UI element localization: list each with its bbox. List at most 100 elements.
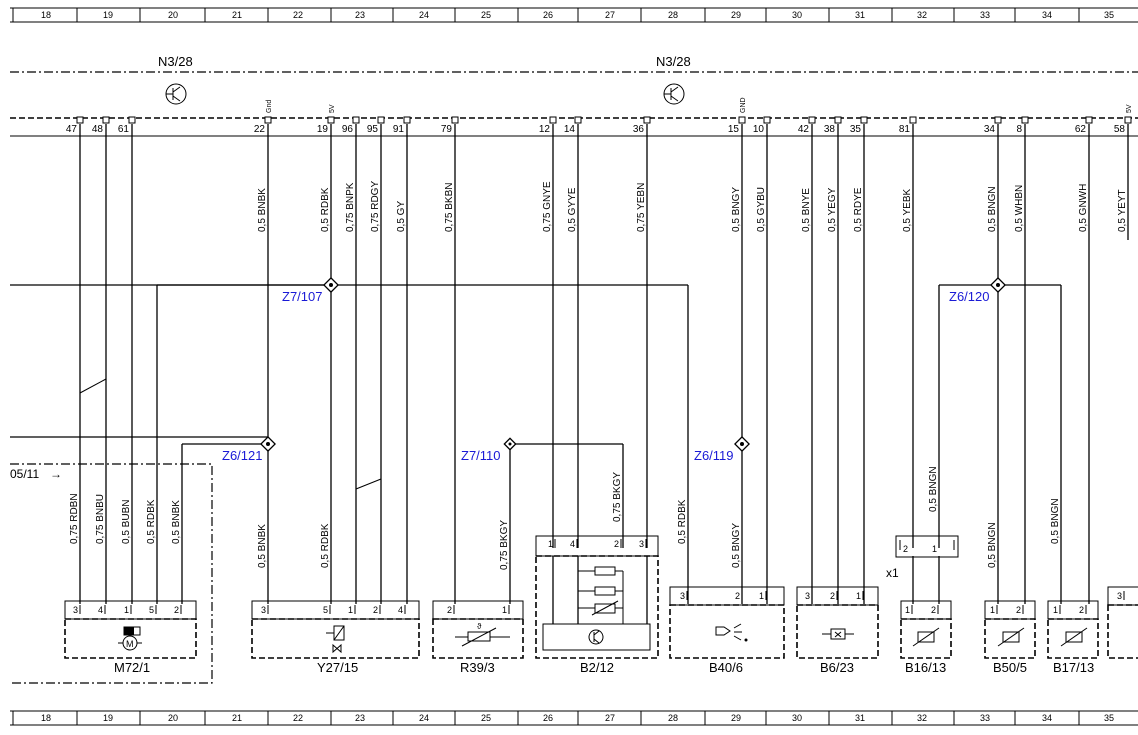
reference-area: 05/11 → (10, 463, 213, 684)
pin-number: 3 (680, 591, 685, 601)
pin-terminal (574, 116, 582, 124)
pin-number: 3 (73, 605, 78, 615)
reference-label: 05/11 (10, 467, 39, 481)
wire-label: 0,5 GYYE (567, 187, 578, 232)
pin-signal: Gnd (266, 100, 273, 113)
component-b50-5: B50/5 (984, 600, 1036, 675)
component-b40-6: B40/6 (669, 586, 785, 675)
pin-terminal (808, 116, 816, 124)
components: M M72/1 Y27/15 ϑ (64, 535, 1138, 675)
module-pin: 12 (539, 116, 557, 135)
pin-terminal (128, 116, 136, 124)
pin-signal: GND (740, 97, 747, 113)
wire-label: 0,75 RDGY (370, 181, 381, 232)
wire-label: 0,5 BNGY (731, 187, 742, 232)
splice-label: Z6/121 (222, 448, 262, 463)
component-pin: 2 (447, 605, 455, 615)
pin-number: 1 (990, 605, 995, 615)
component-pin: 3 (261, 605, 269, 615)
pin-signal: 5V (1126, 104, 1133, 113)
arrow-right-icon: → (50, 467, 62, 481)
grid-number: 30 (792, 10, 802, 20)
pin-terminal (327, 116, 335, 124)
pin-number: 8 (1016, 124, 1022, 135)
component-pin: 2 (1079, 605, 1087, 615)
wire-label: 0,75 BKBN (444, 183, 455, 232)
connector-pin: 1 (932, 544, 937, 554)
module-pin: 79 (441, 116, 459, 135)
module-pin: 38 (824, 116, 842, 135)
splice-z7-110: Z7/110 (461, 437, 517, 463)
pin-number: 14 (564, 124, 576, 135)
wire-harness (10, 124, 1129, 624)
splice-label: Z6/119 (694, 448, 734, 463)
wire-label: 0,75 BKGY (499, 520, 510, 570)
grid-number: 35 (1104, 10, 1114, 20)
module-pin: 95 (367, 116, 385, 135)
pin-number: 48 (92, 124, 104, 135)
wire-label: 0,5 BNGN (987, 522, 998, 568)
wire-label: 0,5 RDYE (853, 187, 864, 232)
pin-number: 79 (441, 124, 453, 135)
wire-label: 0,5 BNGN (928, 466, 939, 512)
pin-number: 15 (728, 124, 740, 135)
grid-number: 22 (293, 713, 303, 723)
pin-terminal (643, 116, 651, 124)
component-label: B16/13 (905, 660, 946, 675)
wire-label: 0,5 BNGN (1050, 498, 1061, 544)
component-label: Y27/15 (317, 660, 358, 675)
module-pin: 47 (66, 116, 84, 135)
pin-number: 5 (149, 605, 154, 615)
pin-terminal (834, 116, 842, 124)
splice-z7-107: Z7/107 (282, 277, 339, 304)
module-pin: 36 (633, 116, 651, 135)
connector-pin: 2 (903, 544, 908, 554)
pin-number: 62 (1075, 124, 1087, 135)
splice-label: Z7/110 (461, 448, 501, 463)
pin-number: 1 (548, 539, 553, 549)
pin-number: 42 (798, 124, 810, 135)
pin-terminal (1085, 116, 1093, 124)
grid-number: 18 (41, 10, 51, 20)
component-pin: 2 (174, 605, 182, 615)
connector-label: x1 (886, 566, 899, 580)
grid-number: 25 (481, 713, 491, 723)
grid-number: 26 (543, 713, 553, 723)
module-pin: 34 (984, 116, 1002, 135)
module-pin: 15 GND (728, 97, 747, 135)
connector-x1: 2 1 x1 (886, 535, 959, 580)
component-pin: 1 (856, 591, 864, 601)
transistor-icon (165, 83, 187, 105)
component-pin: 1 (990, 605, 998, 615)
grid-number: 20 (168, 10, 178, 20)
component-pin: 1 (548, 539, 556, 549)
grid-number: 29 (731, 713, 741, 723)
wire-label: 0,5 GNWH (1078, 184, 1089, 232)
grid-number: 34 (1042, 713, 1052, 723)
component-pin: 1 (124, 605, 132, 615)
wire-label: 0,5 RDBK (677, 499, 688, 544)
grid-number: 21 (232, 713, 242, 723)
component-label: B50/5 (993, 660, 1027, 675)
component-pin: 1 (502, 605, 510, 615)
pin-number: 1 (124, 605, 129, 615)
pin-number: 2 (373, 605, 378, 615)
svg-text:M: M (126, 639, 134, 649)
component-pin: 3 (680, 591, 688, 601)
grid-number: 27 (605, 713, 615, 723)
grid-number: 23 (355, 10, 365, 20)
wire-label: 0,5 BNBK (257, 524, 268, 568)
pin-terminal (403, 116, 411, 124)
solenoid-valve-icon (326, 625, 345, 654)
pin-number: 3 (261, 605, 266, 615)
oil-sensor-icon (715, 623, 748, 642)
splice-z6-120: Z6/120 (949, 277, 1006, 304)
pin-terminal (102, 116, 110, 124)
grid-number: 34 (1042, 10, 1052, 20)
component-pin: 2 (614, 539, 622, 549)
